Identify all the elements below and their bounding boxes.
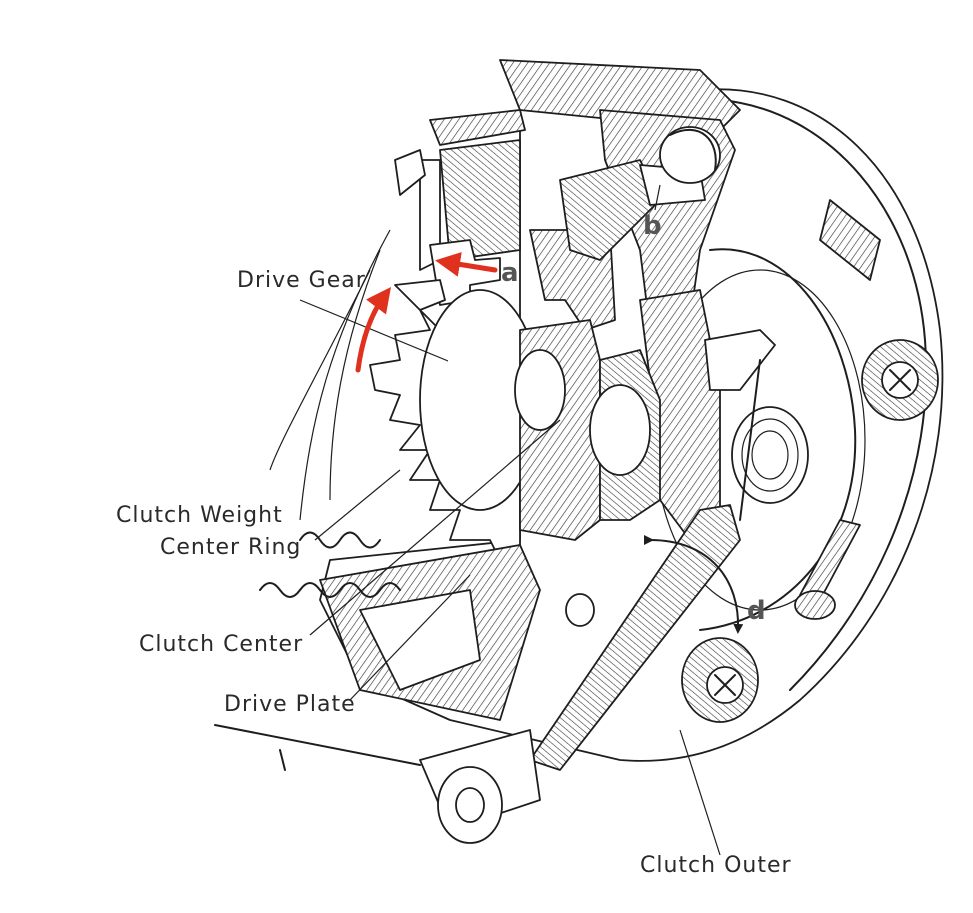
- label-clutch-weight: Clutch Weight: [116, 503, 283, 528]
- label-drive-gear: Drive Gear: [237, 268, 366, 293]
- label-drive-plate: Drive Plate: [224, 692, 356, 717]
- leader-drive-plate: [349, 574, 471, 701]
- arrow-b-line: [654, 184, 661, 211]
- marker-d: d: [747, 596, 766, 626]
- marker-b: b: [643, 211, 662, 241]
- label-clutch-outer: Clutch Outer: [640, 853, 792, 878]
- leader-drive-gear: [299, 299, 471, 371]
- drive-plate: [319, 544, 541, 721]
- clutch-weight-center-ring: [259, 531, 401, 598]
- center-spring: [704, 329, 809, 521]
- leader-clutch-center: [309, 419, 561, 636]
- arrow-a-red: [435, 252, 498, 277]
- leader-clutch-outer: [679, 729, 721, 856]
- small-gear-b: [639, 126, 721, 206]
- rotation-arrow-red: [355, 286, 391, 373]
- leader-clutch-weight: [314, 469, 401, 541]
- arrow-d: [643, 534, 744, 634]
- leader-lines: [299, 299, 721, 856]
- housing-bolts: [565, 199, 939, 723]
- clutch-center: [514, 319, 661, 541]
- label-clutch-center: Clutch Center: [139, 632, 303, 657]
- masked-region: [448, 350, 506, 455]
- label-center-ring: Center Ring: [160, 535, 301, 560]
- marker-a: a: [501, 258, 519, 288]
